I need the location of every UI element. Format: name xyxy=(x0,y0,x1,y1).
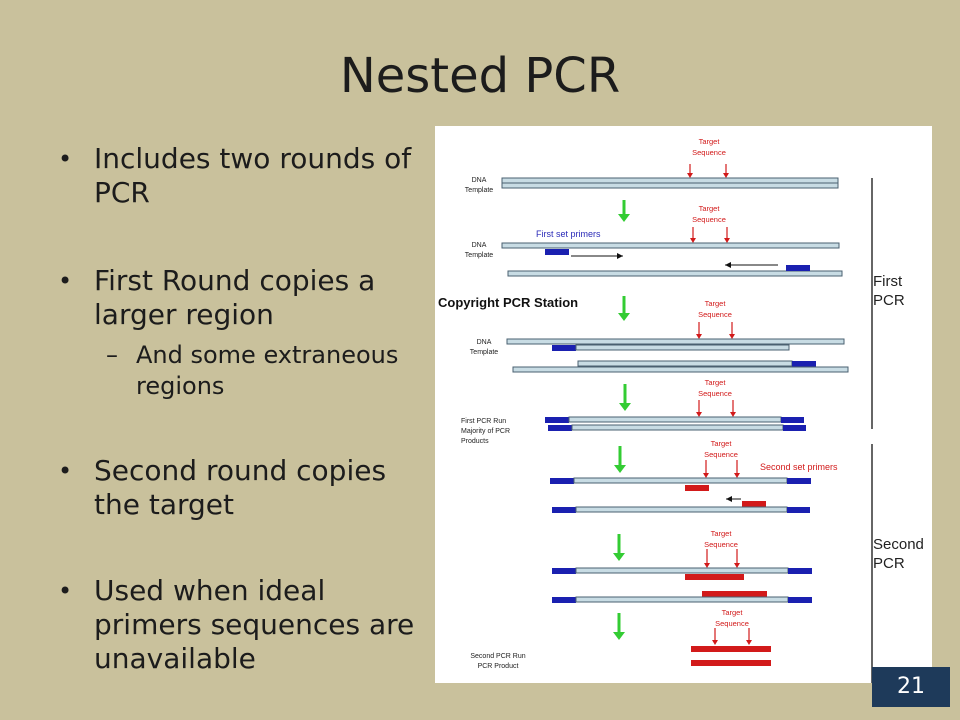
dna-strand xyxy=(568,416,782,423)
first-primer-block xyxy=(552,597,576,603)
step-arrow-icon xyxy=(619,403,631,411)
first-primer-block xyxy=(792,361,816,367)
first-primer-block xyxy=(788,597,812,603)
dna-strand xyxy=(575,506,788,513)
first-primer-block xyxy=(783,425,806,431)
sub-bullet-text: And some extraneous regions xyxy=(136,341,399,400)
target-arrow-icon-head xyxy=(730,412,736,417)
target-arrow-icon-head xyxy=(734,563,740,568)
target-arrow-icon-head xyxy=(687,173,693,178)
primer-direction-arrow-icon-head xyxy=(617,253,623,259)
step-arrow-icon xyxy=(618,313,630,321)
target-arrow-icon-head xyxy=(734,473,740,478)
first-primer-block xyxy=(545,417,569,423)
dna-strand xyxy=(571,424,784,431)
second-primer-product xyxy=(702,591,767,597)
first-primer-block xyxy=(788,568,812,574)
pcr-product-strand xyxy=(691,646,771,652)
first-primer-block xyxy=(787,507,810,513)
bullet-text: Used when ideal primers sequences are un… xyxy=(94,574,415,675)
bullet-dot-icon: • xyxy=(58,577,73,605)
dna-strand xyxy=(507,270,843,277)
dna-strand xyxy=(501,182,839,189)
bullet-item: • Second round copies the target xyxy=(58,454,430,522)
target-arrow-icon-head xyxy=(729,334,735,339)
dna-strand xyxy=(575,567,789,574)
first-primer-block xyxy=(552,568,576,574)
sub-bullet-item: – And some extraneous regions xyxy=(106,340,436,402)
dna-strand xyxy=(506,338,845,345)
second-primer-forward xyxy=(685,485,709,491)
bullet-dot-icon: • xyxy=(58,457,73,485)
first-primer-block xyxy=(550,478,574,484)
second-primer-product xyxy=(685,574,744,580)
bullet-text: First Round copies a larger region xyxy=(94,264,376,331)
second-set-primers-label: Second set primers xyxy=(760,462,838,472)
primer-direction-arrow-icon-head xyxy=(726,496,732,502)
bullet-item: • Used when ideal primers sequences are … xyxy=(58,574,430,676)
second-primer-reverse xyxy=(742,501,766,507)
step-arrow-icon xyxy=(618,214,630,222)
target-arrow-icon-head xyxy=(746,640,752,645)
dna-strand xyxy=(575,596,789,603)
bullet-item: • First Round copies a larger region xyxy=(58,264,430,332)
dna-strand xyxy=(501,177,839,184)
target-arrow-icon-head xyxy=(703,473,709,478)
slide-title: Nested PCR xyxy=(339,48,621,104)
target-arrow-icon-head xyxy=(696,334,702,339)
step-arrow-icon xyxy=(614,465,626,473)
dna-strand xyxy=(577,360,793,367)
first-primer-block xyxy=(787,478,811,484)
first-primer-block xyxy=(548,425,572,431)
dna-strand xyxy=(573,477,788,484)
target-arrow-icon-head xyxy=(724,238,730,243)
dna-strand xyxy=(512,366,849,373)
pcr-product-strand xyxy=(691,660,771,666)
dna-strand xyxy=(575,344,790,351)
bullet-item: • Includes two rounds of PCR xyxy=(58,142,430,210)
page-number: 21 xyxy=(872,667,950,707)
bullet-text: Includes two rounds of PCR xyxy=(94,142,412,209)
target-arrow-icon-head xyxy=(704,563,710,568)
first-primer-reverse xyxy=(786,265,810,271)
dna-strand xyxy=(501,242,840,249)
primer-direction-arrow-icon-head xyxy=(725,262,731,268)
target-arrow-icon-head xyxy=(712,640,718,645)
first-primer-forward xyxy=(545,249,569,255)
first-primer-block xyxy=(781,417,804,423)
bullet-dot-icon: • xyxy=(58,145,73,173)
copyright-label: Copyright PCR Station xyxy=(438,295,578,310)
first-primer-block xyxy=(552,507,576,513)
step-arrow-icon xyxy=(613,632,625,640)
step-arrow-icon xyxy=(613,553,625,561)
target-arrow-icon-head xyxy=(696,412,702,417)
target-arrow-icon-head xyxy=(723,173,729,178)
sub-bullet-dash-icon: – xyxy=(106,341,118,369)
first-set-primers-label: First set primers xyxy=(536,229,601,239)
first-primer-block xyxy=(552,345,576,351)
bullet-text: Second round copies the target xyxy=(94,454,387,521)
bullet-dot-icon: • xyxy=(58,267,73,295)
target-arrow-icon-head xyxy=(690,238,696,243)
